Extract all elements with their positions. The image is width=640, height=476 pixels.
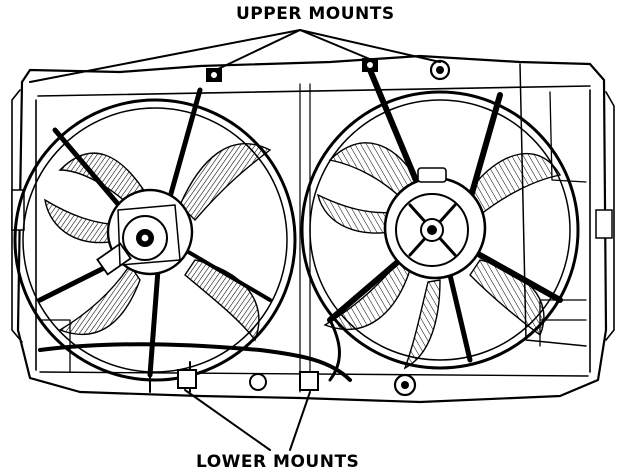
right-fan bbox=[300, 67, 580, 370]
lower-mount-left bbox=[177, 369, 197, 389]
leader-lines bbox=[29, 29, 441, 451]
upper-mounts-label: UPPER MOUNTS bbox=[236, 4, 395, 24]
left-fan bbox=[13, 87, 297, 382]
lower-mount-center bbox=[299, 371, 319, 391]
lower-mounts-label: LOWER MOUNTS bbox=[196, 452, 360, 472]
upper-mounts bbox=[206, 58, 451, 82]
lower-mounts bbox=[38, 318, 417, 397]
